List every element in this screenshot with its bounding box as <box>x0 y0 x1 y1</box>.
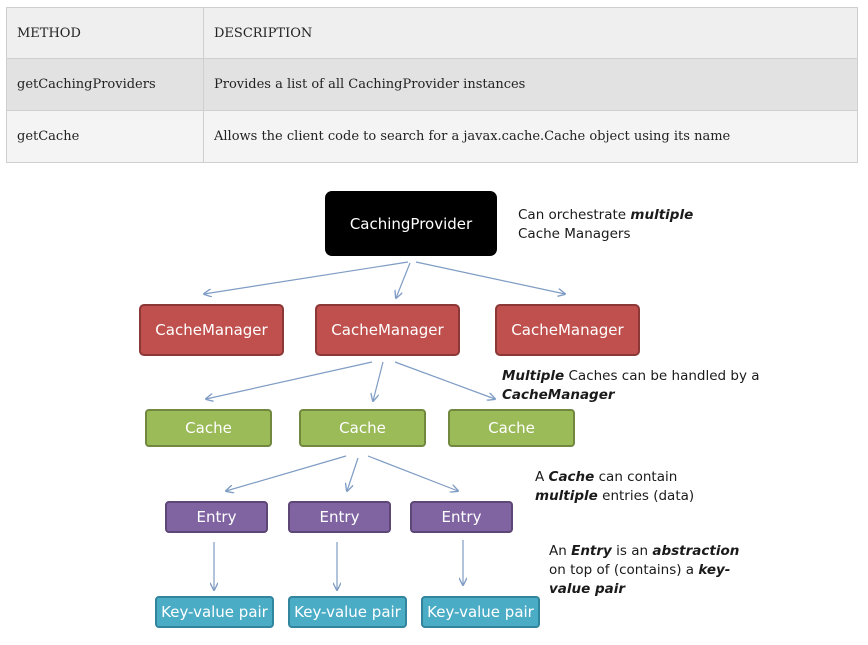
cache-manager-node: CacheManager <box>315 304 460 356</box>
arrow-cache-entry-2 <box>347 457 359 491</box>
provider-note: Can orchestrate multiple Cache Managers <box>518 206 693 244</box>
note-emphasis: key- <box>698 562 731 578</box>
cache-manager-node: CacheManager <box>139 304 284 356</box>
note-text: is an <box>611 543 653 559</box>
caching-provider-node: CachingProvider <box>325 191 497 256</box>
entry-node: Entry <box>165 501 268 533</box>
arrow-manager-cache-1 <box>206 361 373 399</box>
note-text: entries (data) <box>597 488 695 504</box>
cache-node: Cache <box>299 409 426 447</box>
entry-node: Entry <box>410 501 513 533</box>
arrow-manager-cache-3 <box>394 361 495 399</box>
description-cell: Provides a list of all CachingProvider i… <box>203 58 858 111</box>
note-text: Cache Managers <box>518 226 631 242</box>
note-emphasis: Entry <box>571 543 612 559</box>
method-cell: getCache <box>6 110 204 163</box>
entry-node: Entry <box>288 501 391 533</box>
cache-node: Cache <box>145 409 272 447</box>
key-value-pair-node: Key-value pair <box>421 596 540 628</box>
cache-node: Cache <box>448 409 575 447</box>
arrow-cache-entry-3 <box>367 455 458 491</box>
note-emphasis: multiple <box>630 207 694 223</box>
header-method: METHOD <box>6 7 204 59</box>
note-text: Caches can be handled by a <box>564 368 760 384</box>
note-emphasis: Multiple <box>502 368 565 384</box>
note-emphasis: Cache <box>548 469 595 485</box>
table-row: getCache Allows the client code to searc… <box>6 110 858 163</box>
note-text: An <box>549 543 572 559</box>
arrow-manager-cache-2 <box>373 361 384 401</box>
cache-manager-node: CacheManager <box>495 304 640 356</box>
method-table: METHOD DESCRIPTION getCachingProviders P… <box>6 7 858 163</box>
note-emphasis: value pair <box>549 581 626 597</box>
note-text: can contain <box>594 469 678 485</box>
key-value-pair-node: Key-value pair <box>288 596 407 628</box>
arrow-provider-manager-2 <box>396 262 411 298</box>
key-value-pair-node: Key-value pair <box>155 596 274 628</box>
cache-note: A Cache can contain multiple entries (da… <box>535 468 694 506</box>
arrow-provider-manager-1 <box>204 261 409 294</box>
table-row: getCachingProviders Provides a list of a… <box>6 58 858 111</box>
arrow-cache-entry-1 <box>226 455 347 491</box>
note-text: A <box>535 469 549 485</box>
note-emphasis: multiple <box>535 488 598 504</box>
note-text: Can orchestrate <box>518 207 631 223</box>
note-emphasis: CacheManager <box>502 387 615 403</box>
manager-note: Multiple Caches can be handled by a Cach… <box>502 367 760 405</box>
note-emphasis: abstraction <box>652 543 740 559</box>
entry-note: An Entry is an abstraction on top of (co… <box>549 542 739 599</box>
header-description: DESCRIPTION <box>203 7 858 59</box>
arrow-provider-manager-3 <box>415 261 565 294</box>
note-text: on top of (contains) a <box>549 562 699 578</box>
table-header-row: METHOD DESCRIPTION <box>6 7 858 59</box>
description-cell: Allows the client code to search for a j… <box>203 110 858 163</box>
